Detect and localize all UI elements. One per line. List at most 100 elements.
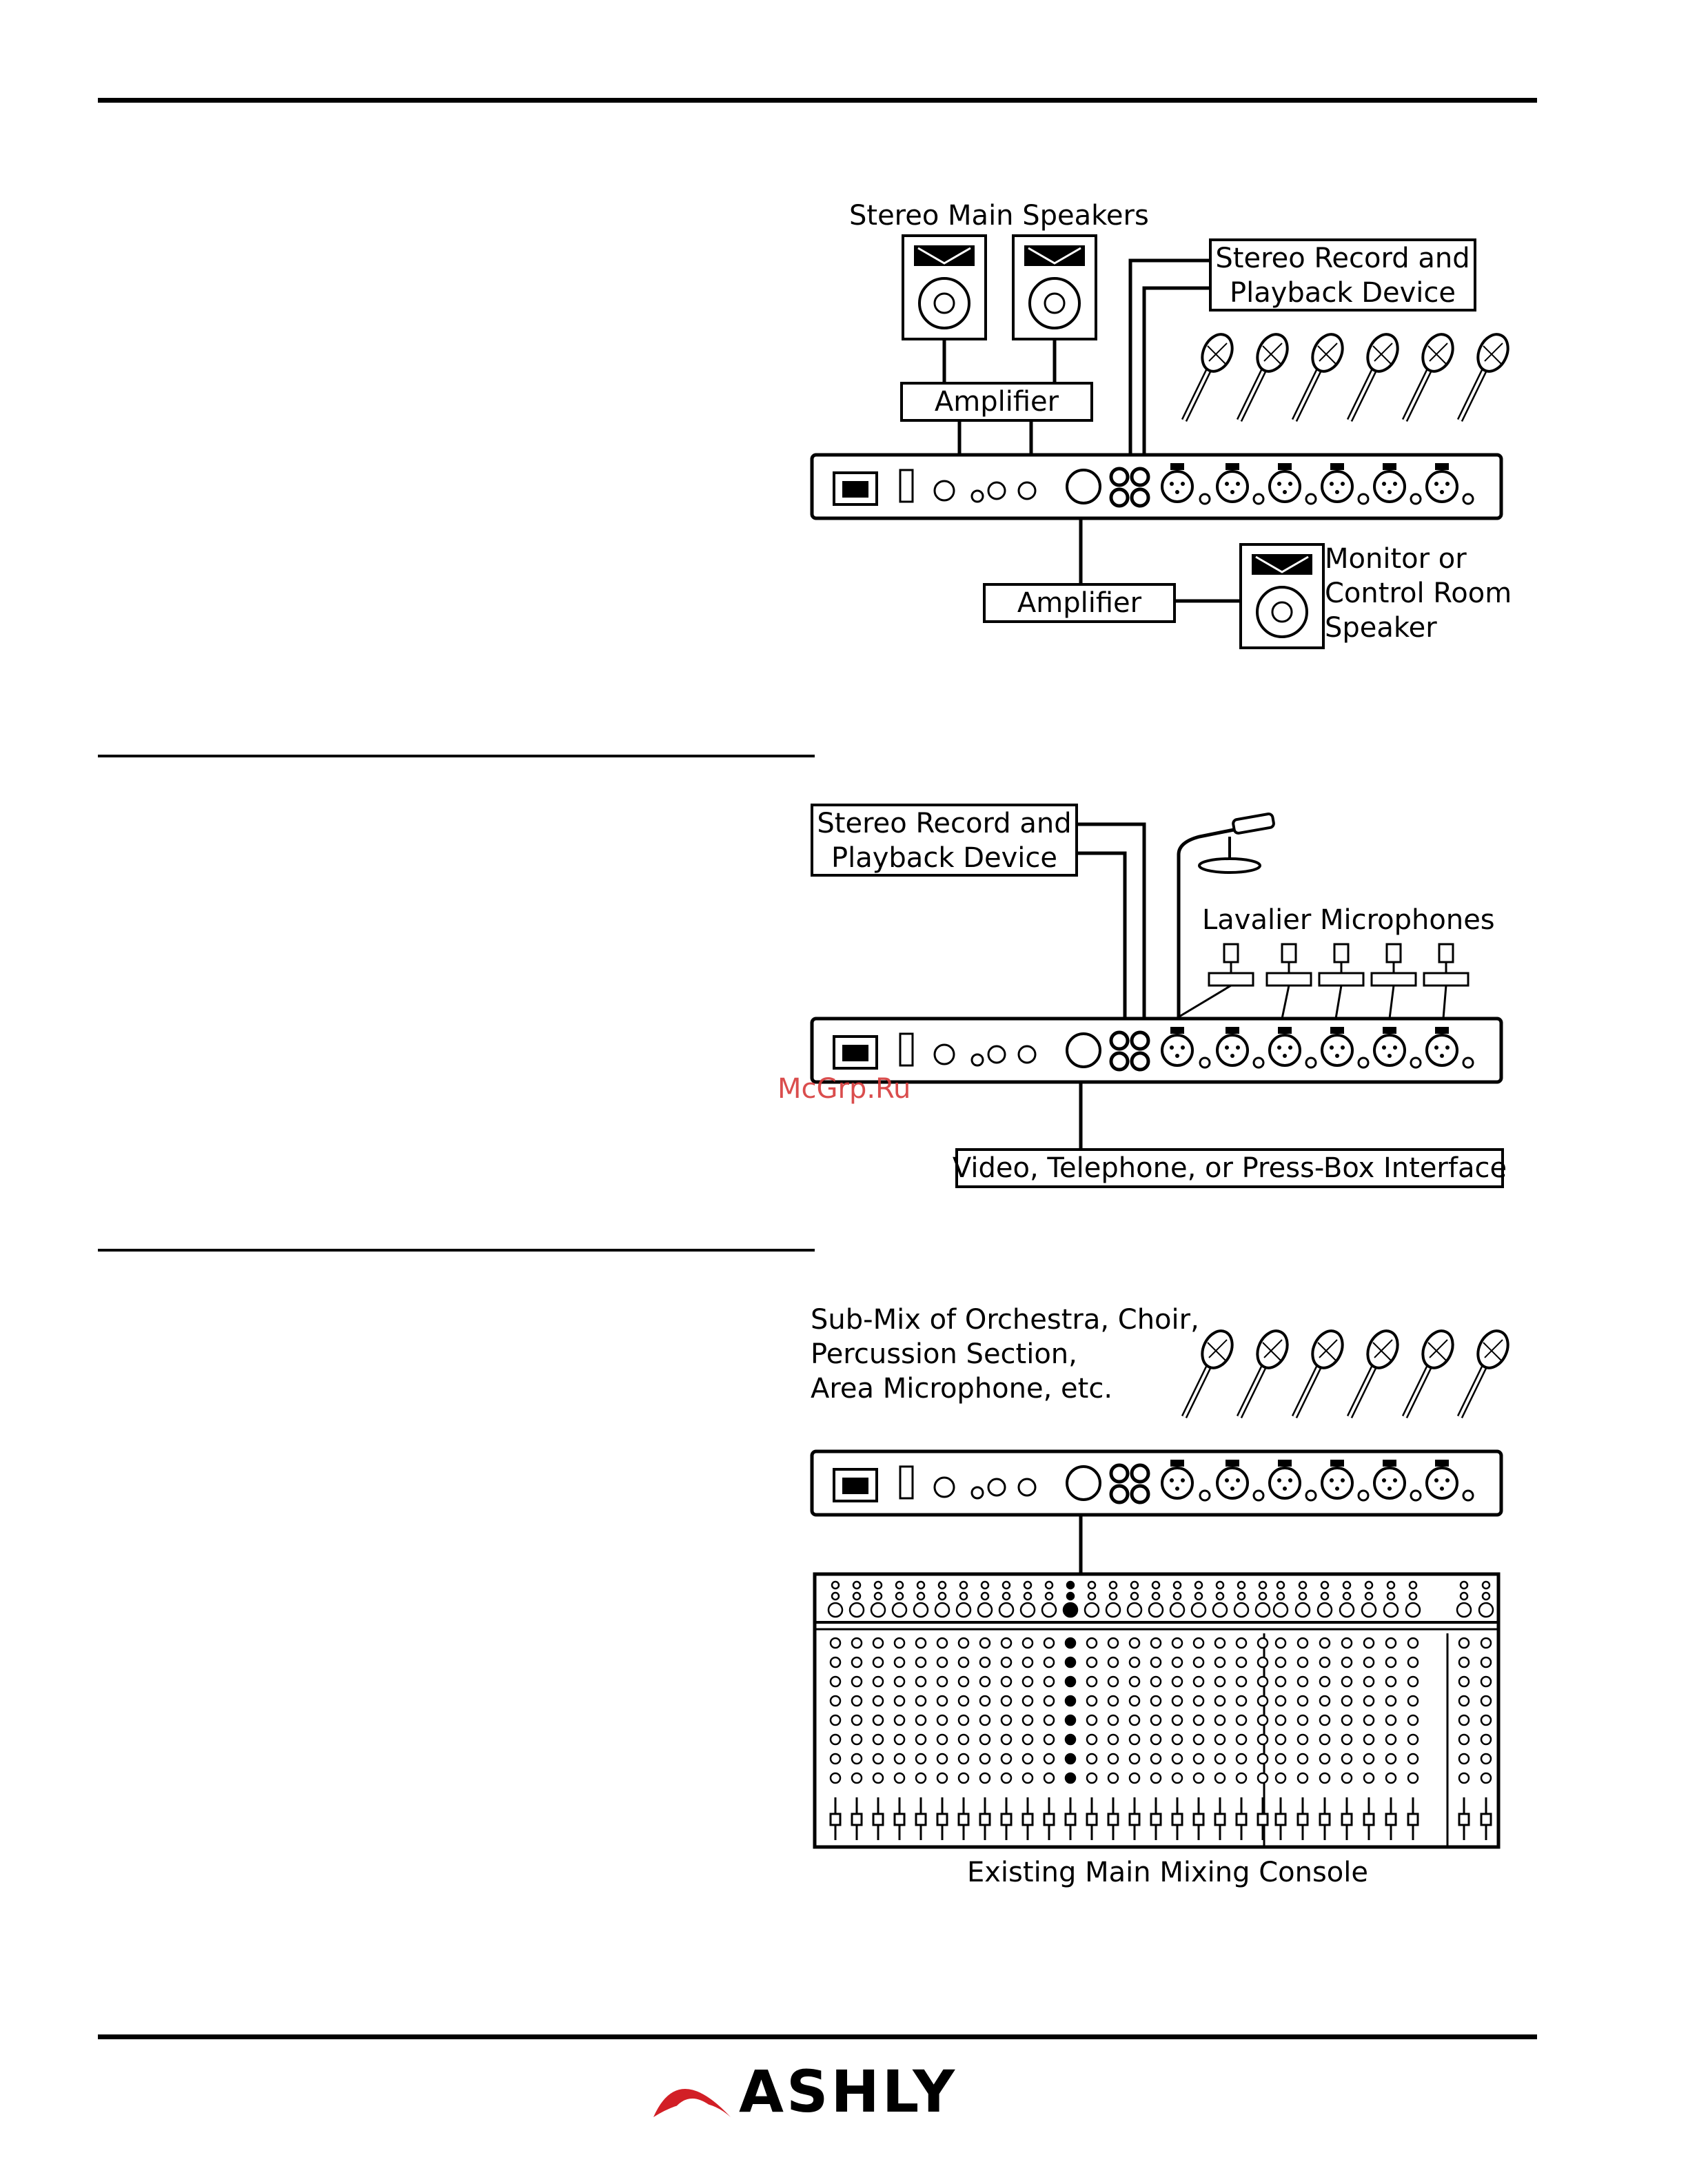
console-knob [1128, 1656, 1141, 1668]
record-device-box-2 [811, 804, 1078, 877]
console-fader [1296, 1813, 1309, 1826]
console-knob [1086, 1753, 1098, 1765]
console-knob [893, 1733, 906, 1746]
console-knob [1108, 1591, 1118, 1601]
console-knob [1043, 1637, 1055, 1649]
console-knob [1294, 1602, 1311, 1618]
console-fader [936, 1813, 948, 1826]
console-knob [1086, 1714, 1098, 1726]
console-knob [1319, 1695, 1331, 1707]
console-knob [1257, 1772, 1269, 1784]
diagram-2: Stereo Record and Playback Device Lavali… [811, 804, 1507, 1188]
console-knob [1274, 1772, 1287, 1784]
console-knob [1316, 1602, 1333, 1618]
console-knob [936, 1695, 948, 1707]
console-knob [957, 1656, 970, 1668]
console-knob [852, 1591, 862, 1601]
console-knob [1192, 1695, 1205, 1707]
console-knob [1408, 1591, 1418, 1601]
console-knob [1128, 1714, 1141, 1726]
console-knob [1000, 1753, 1013, 1765]
amplifier-top-label: Amplifier [935, 386, 1059, 418]
console-fader [1235, 1813, 1248, 1826]
console-knob [1385, 1714, 1397, 1726]
console-knob [872, 1675, 884, 1688]
console-knob [1044, 1580, 1054, 1590]
console-knob [1064, 1656, 1077, 1668]
console-knob [872, 1714, 884, 1726]
console-knob [1107, 1772, 1119, 1784]
mic-icon [1184, 329, 1238, 420]
mic-icon [1350, 329, 1403, 420]
console-knob [1407, 1656, 1419, 1668]
console-knob [1214, 1695, 1226, 1707]
console-fader [872, 1813, 884, 1826]
submix-line3: Area Microphone, etc. [811, 1373, 1112, 1405]
console-fader [1128, 1813, 1141, 1826]
console-knob [1128, 1637, 1141, 1649]
console-knob [1235, 1656, 1248, 1668]
console-knob [1458, 1656, 1470, 1668]
console-fader [893, 1813, 906, 1826]
console-knob [1086, 1675, 1098, 1688]
console-knob [1480, 1637, 1492, 1649]
console-knob [893, 1753, 906, 1765]
console-knob [829, 1675, 842, 1688]
console-knob [1043, 1695, 1055, 1707]
mixer-rear-panel-1 [812, 455, 1501, 518]
console-knob [1478, 1602, 1494, 1618]
console-knob [980, 1591, 990, 1601]
console-knob [1257, 1637, 1269, 1649]
console-knob [831, 1580, 840, 1590]
main-mixing-console [813, 1572, 1501, 1849]
console-knob [1341, 1695, 1353, 1707]
submix-line1: Sub-Mix of Orchestra, Choir, [811, 1304, 1199, 1336]
console-knob [1023, 1591, 1033, 1601]
speakers-label: Stereo Main Speakers [849, 200, 1149, 232]
console-knob [998, 1602, 1015, 1618]
console-knob [1000, 1733, 1013, 1746]
console-knob [1363, 1714, 1375, 1726]
console-knob [1043, 1753, 1055, 1765]
console-knob [1458, 1733, 1470, 1746]
lavalier-mic-icons [1175, 943, 1470, 1020]
console-knob [1235, 1675, 1248, 1688]
console-fader [1000, 1813, 1013, 1826]
console-knob [1385, 1753, 1397, 1765]
console-knob [915, 1656, 927, 1668]
console-knob [851, 1695, 863, 1707]
console-knob [1151, 1580, 1161, 1590]
console-knob [1000, 1695, 1013, 1707]
console-knob [829, 1753, 842, 1765]
console-knob [1274, 1656, 1287, 1668]
console-knob [915, 1714, 927, 1726]
console-knob [893, 1637, 906, 1649]
console-knob [851, 1753, 863, 1765]
console-knob [1194, 1591, 1203, 1601]
console-knob [1214, 1733, 1226, 1746]
console-fader [1064, 1813, 1077, 1826]
console-knob [1407, 1733, 1419, 1746]
console-knob [1296, 1733, 1309, 1746]
console-knob [957, 1753, 970, 1765]
console-knob [979, 1753, 991, 1765]
console-knob [893, 1695, 906, 1707]
console-knob [1169, 1602, 1186, 1618]
console-knob [1407, 1637, 1419, 1649]
console-knob [957, 1772, 970, 1784]
console-knob [829, 1733, 842, 1746]
console-knob [1062, 1602, 1079, 1618]
console-knob [1363, 1675, 1375, 1688]
console-knob [1237, 1580, 1246, 1590]
console-knob [1480, 1656, 1492, 1668]
console-knob [915, 1772, 927, 1784]
console-knob [1064, 1772, 1077, 1784]
console-knob [893, 1675, 906, 1688]
console-knob [1215, 1580, 1225, 1590]
console-knob [1272, 1602, 1289, 1618]
console-knob [1214, 1637, 1226, 1649]
console-knob [1150, 1695, 1162, 1707]
console-fader [1171, 1813, 1183, 1826]
console-knob [934, 1602, 950, 1618]
